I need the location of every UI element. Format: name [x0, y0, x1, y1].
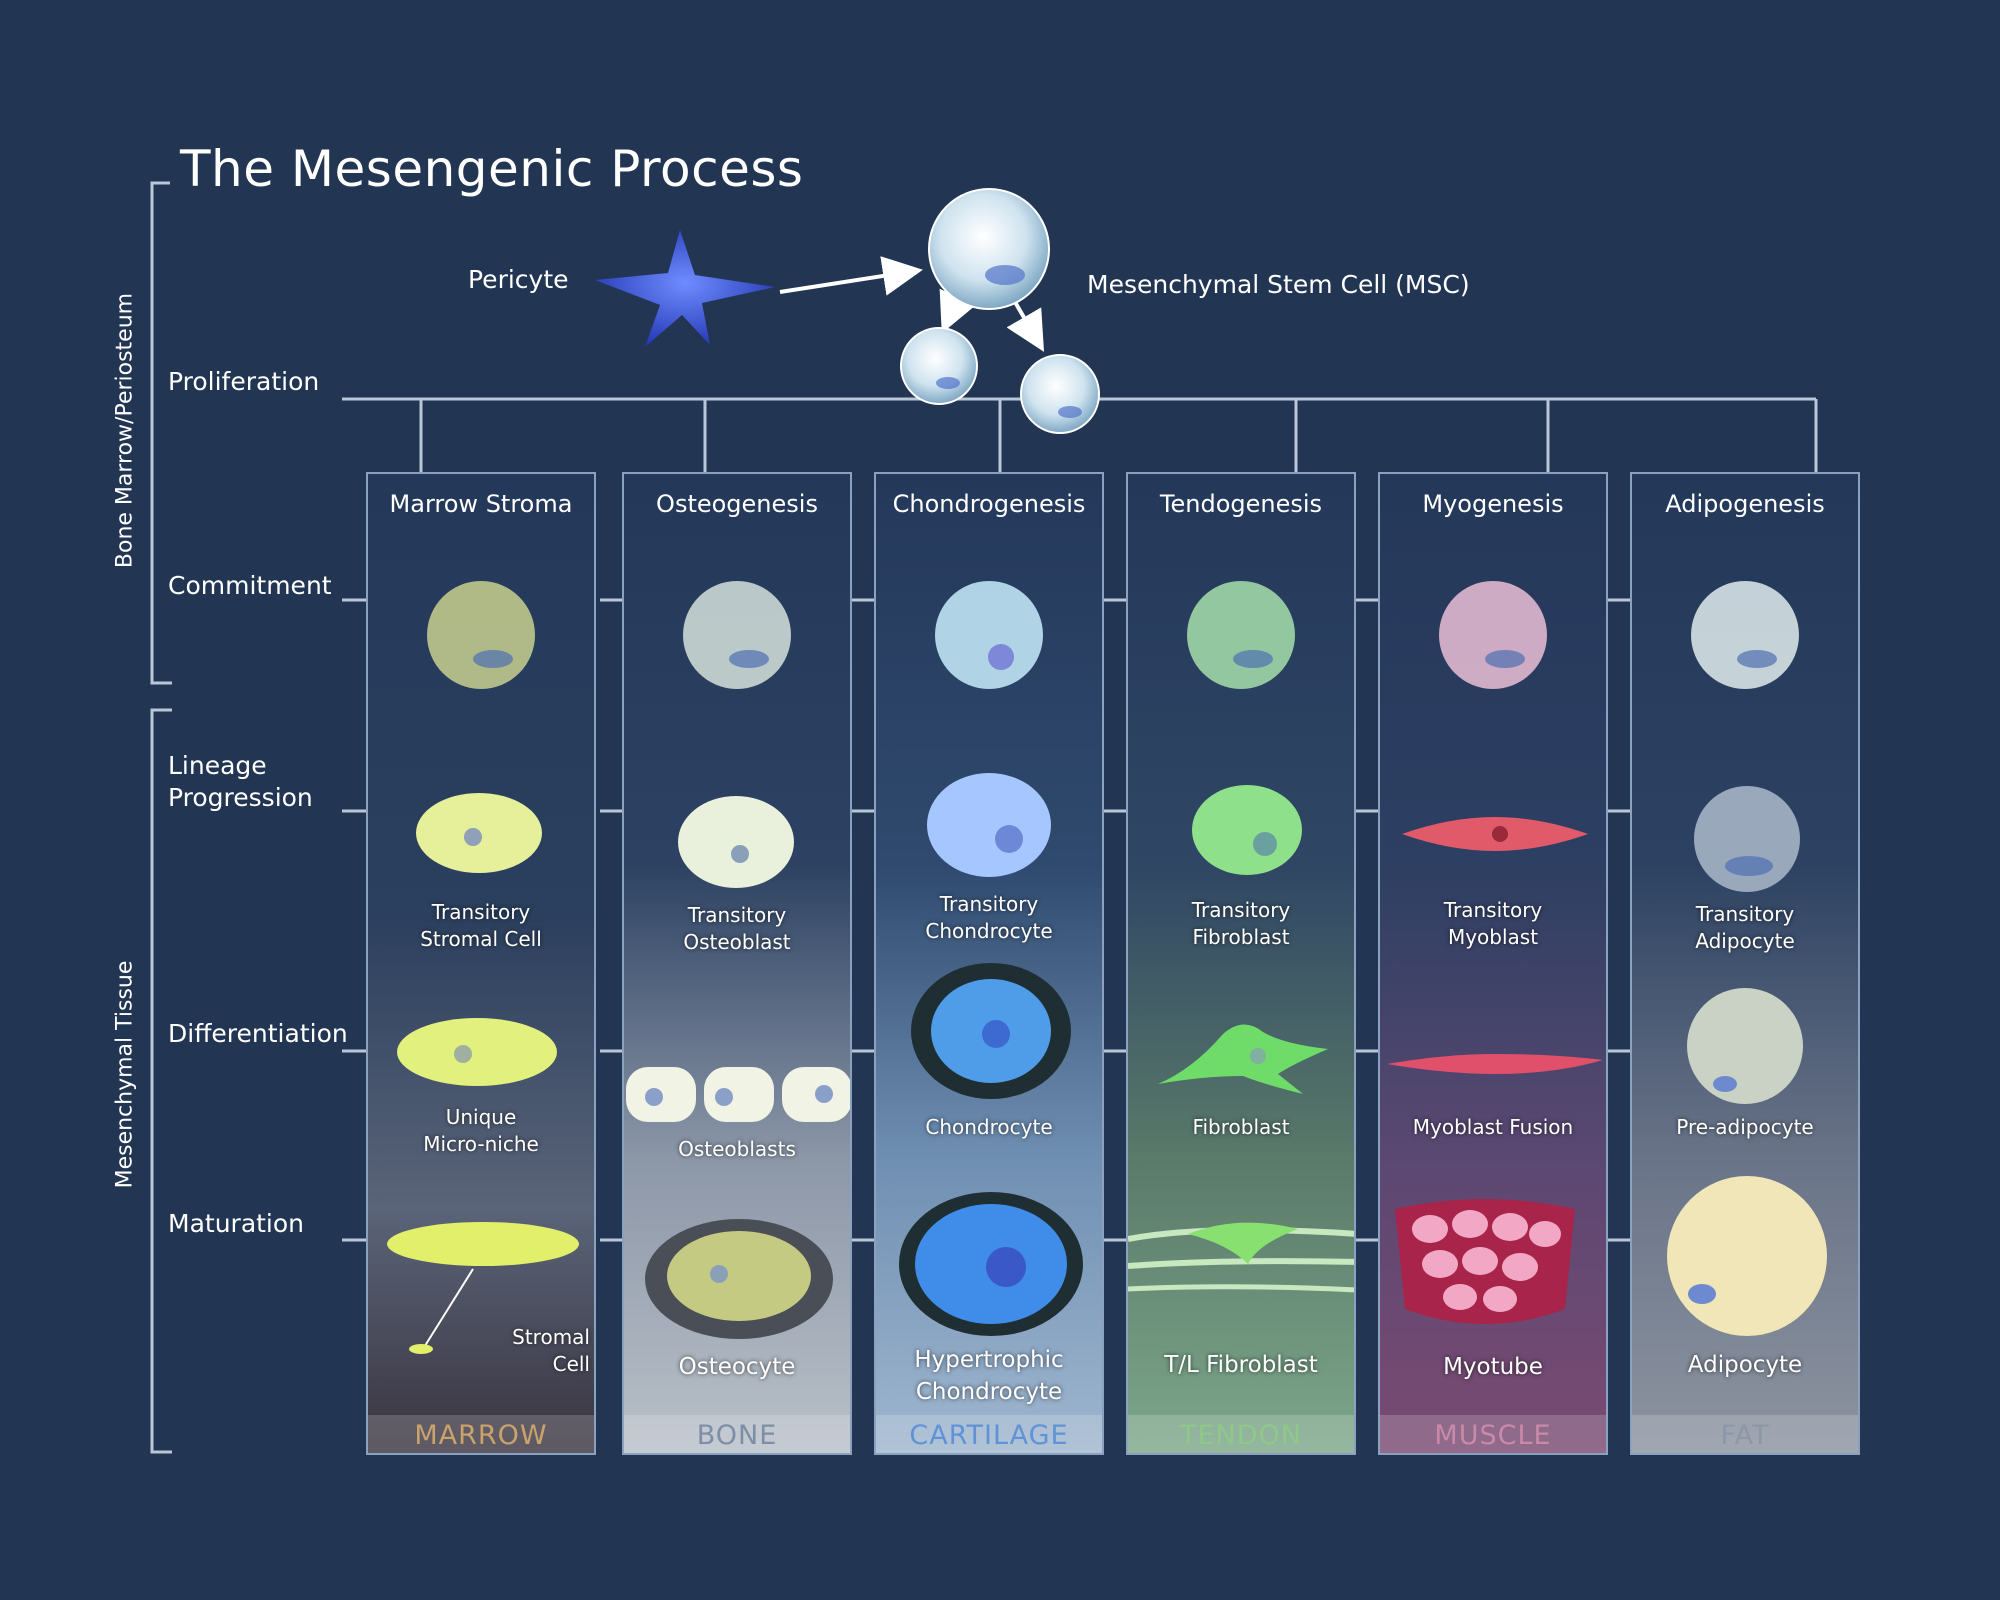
stromal-pointer-icon: [409, 1268, 474, 1354]
bracket-bone-marrow: [150, 181, 172, 685]
column-title: Osteogenesis: [656, 490, 818, 518]
pre-adipocyte-icon: [1687, 988, 1803, 1104]
stage-commitment: Commitment: [168, 571, 332, 600]
differentiation-caption: Osteoblasts: [678, 1137, 796, 1161]
chondrocyte-icon: [911, 963, 1071, 1099]
commitment-cell-icon: [1187, 581, 1295, 689]
hypertrophic-chondrocyte-icon: [899, 1192, 1083, 1336]
transitory-fibroblast-icon: [1192, 785, 1302, 875]
stage-lineage: Lineage Progression: [168, 750, 313, 814]
tissue-label: BONE: [624, 1415, 850, 1453]
micro-niche-cell-icon: [397, 1018, 557, 1086]
maturation-caption: Myotube: [1443, 1354, 1543, 1380]
transitory-myoblast-icon: [1402, 817, 1588, 851]
differentiation-caption: Fibroblast: [1192, 1115, 1290, 1139]
fibroblast-icon: [1158, 1024, 1328, 1094]
stage-differentiation: Differentiation: [168, 1019, 348, 1048]
stage-proliferation: Proliferation: [168, 367, 320, 396]
differentiation-caption: Pre-adipocyte: [1676, 1115, 1814, 1139]
tissue-label: TENDON: [1128, 1415, 1354, 1453]
commitment-cell-icon: [1691, 581, 1799, 689]
maturation-caption: Osteocyte: [678, 1354, 796, 1380]
page-title: The Mesengenic Process: [180, 140, 804, 198]
stage-maturation: Maturation: [168, 1209, 305, 1238]
msc-label: Mesenchymal Stem Cell (MSC): [1087, 270, 1470, 299]
column-title: Adipogenesis: [1665, 490, 1825, 518]
daughter-cell-left-icon: [900, 327, 978, 405]
column-title: Chondrogenesis: [892, 490, 1086, 518]
commitment-cell-icon: [427, 581, 535, 689]
commitment-cell-icon: [683, 581, 791, 689]
pericyte-label: Pericyte: [468, 265, 569, 294]
myoblast-fusion-icon: [1387, 1054, 1603, 1074]
bracket-mesenchymal-tissue: [150, 708, 172, 1454]
osteocyte-icon: [645, 1219, 833, 1339]
commitment-cell-icon: [1439, 581, 1547, 689]
transitory-stromal-cell-icon: [416, 793, 542, 873]
side-label-bone-marrow: Bone Marrow/Periosteum: [112, 292, 138, 569]
myotube-icon: [1395, 1199, 1575, 1324]
column-title: Myogenesis: [1422, 490, 1564, 518]
column-title: Marrow Stroma: [389, 490, 573, 518]
commitment-cell-icon: [935, 581, 1043, 689]
stage-lineage-line2: Progression: [168, 783, 313, 812]
stromal-cell-icon: [387, 1222, 579, 1266]
tissue-label: MARROW: [368, 1415, 594, 1453]
tissue-label: CARTILAGE: [876, 1415, 1102, 1453]
maturation-caption: T/L Fibroblast: [1164, 1352, 1318, 1378]
differentiation-caption: Chondrocyte: [925, 1115, 1053, 1139]
tissue-label: MUSCLE: [1380, 1415, 1606, 1453]
tl-fibroblast-icon: [1128, 1222, 1354, 1293]
daughter-cell-right-icon: [1020, 354, 1100, 434]
transitory-osteoblast-icon: [678, 796, 794, 888]
msc-division-arrow-right: [1006, 300, 1045, 352]
column-title: Tendogenesis: [1159, 490, 1323, 518]
transitory-adipocyte-icon: [1694, 786, 1800, 892]
transitory-chondrocyte-icon: [927, 773, 1051, 877]
side-label-mesenchymal-tissue: Mesenchymal Tissue: [112, 960, 138, 1189]
msc-cell-icon: [928, 188, 1050, 310]
adipocyte-icon: [1667, 1176, 1827, 1336]
pericyte-icon: [595, 230, 775, 347]
osteoblasts-icon: [626, 1067, 850, 1122]
differentiation-caption: Myoblast Fusion: [1412, 1115, 1574, 1139]
tissue-label: FAT: [1632, 1415, 1858, 1453]
pericyte-to-msc-arrow: [779, 256, 923, 296]
stage-lineage-line1: Lineage: [168, 751, 267, 780]
maturation-caption: Adipocyte: [1687, 1352, 1803, 1378]
